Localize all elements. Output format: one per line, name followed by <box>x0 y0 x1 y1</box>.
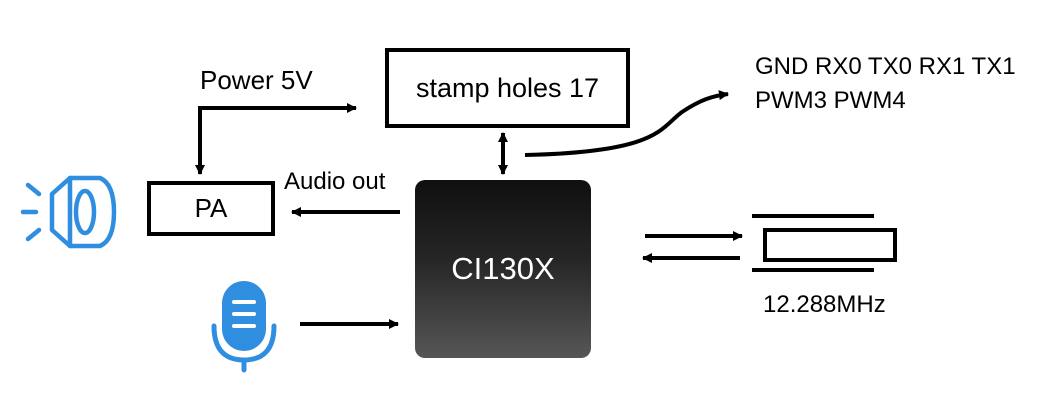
pa-box: PA <box>147 181 275 236</box>
power-label: Power 5V <box>200 65 313 95</box>
pins-line1: GND RX0 TX0 RX1 TX1 <box>755 53 1016 80</box>
ci130x-chip: CI130X <box>415 180 591 358</box>
microphone-icon <box>211 281 277 373</box>
speaker-icon <box>20 175 117 249</box>
stamp-holes-label: stamp holes 17 <box>415 72 600 103</box>
audio-out-label: Audio out <box>284 168 386 195</box>
pins-curve <box>524 90 729 157</box>
crystal-oscillator-icon <box>752 214 897 272</box>
chip-label: CI130X <box>451 251 555 286</box>
pa-label: PA <box>194 193 228 223</box>
pins-line2: PWM3 PWM4 <box>755 87 906 114</box>
power-line <box>195 103 357 175</box>
crystal-frequency-label: 12.288MHz <box>763 291 886 318</box>
stamp-holes-box: stamp holes 17 <box>385 48 630 128</box>
